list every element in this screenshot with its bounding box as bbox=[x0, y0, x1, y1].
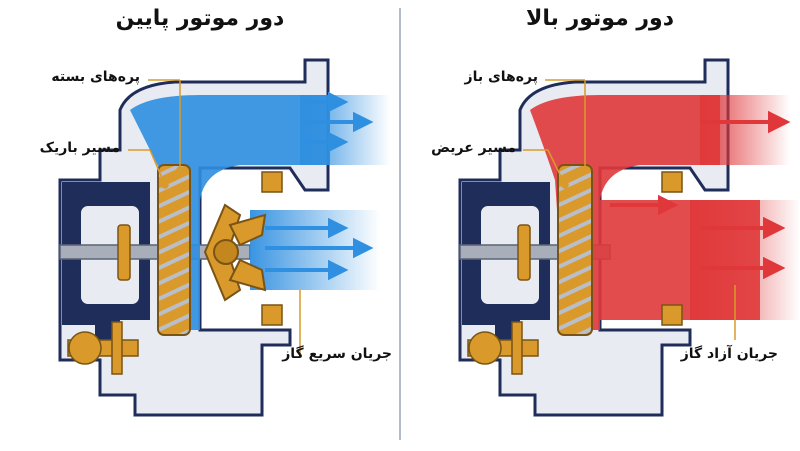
right-bolt-top bbox=[661, 171, 683, 193]
label-open-vanes: پره‌های باز bbox=[464, 69, 538, 85]
left-callout-lines bbox=[128, 79, 301, 355]
label-narrow-path: مسیر باریک bbox=[39, 140, 120, 156]
left-turbo-illustration bbox=[58, 58, 390, 417]
right-actuator bbox=[467, 321, 539, 375]
right-turbo-illustration bbox=[458, 58, 800, 417]
left-panel-title: دور موتور پایین bbox=[115, 6, 285, 31]
right-collar bbox=[517, 224, 531, 281]
label-free-gas-flow: جریان آزاد گاز bbox=[680, 346, 778, 362]
right-arrows bbox=[610, 110, 791, 280]
left-collar bbox=[117, 224, 131, 281]
left-flow-upper bbox=[300, 95, 390, 165]
left-arrows bbox=[265, 91, 374, 281]
right-panel-title: دور موتور بالا bbox=[526, 6, 674, 31]
left-bolt-top bbox=[261, 171, 283, 193]
label-fast-gas-flow: جریان سریع گاز bbox=[282, 346, 392, 362]
label-closed-vanes: پره‌های بسته bbox=[51, 69, 140, 85]
left-bolt-bottom bbox=[261, 304, 283, 326]
right-vane-ring bbox=[557, 164, 593, 336]
left-actuator bbox=[67, 321, 139, 375]
right-bolt-bottom bbox=[661, 304, 683, 326]
left-turbine-wheel bbox=[203, 203, 267, 302]
right-callout-lines bbox=[523, 79, 736, 340]
right-flow-upper bbox=[700, 95, 790, 165]
right-flow-lower bbox=[690, 200, 800, 320]
label-wide-path: مسیر عریض bbox=[431, 140, 516, 156]
left-vane-ring bbox=[157, 164, 191, 336]
